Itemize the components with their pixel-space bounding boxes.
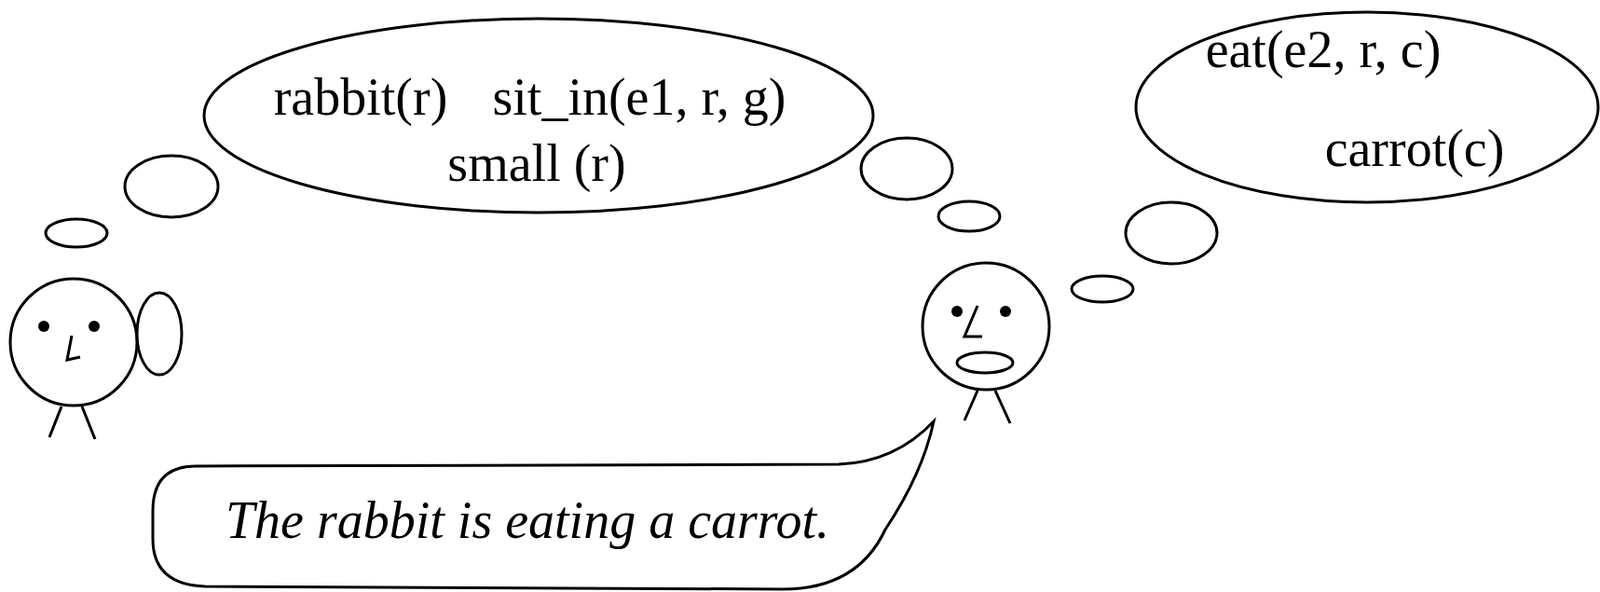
thought-dot xyxy=(861,137,953,200)
thought-dot xyxy=(1071,275,1134,302)
speaker-head xyxy=(922,262,1050,390)
formula-text: carrot(c) xyxy=(1325,122,1505,175)
listener-head xyxy=(10,278,137,406)
thought-dot xyxy=(1125,202,1218,264)
formula-text: small (r) xyxy=(447,136,626,190)
eye xyxy=(999,305,1012,317)
speech-bubble: The rabbit is eating a carrot. xyxy=(149,417,942,592)
speaker-leg xyxy=(964,390,978,421)
listener-nose xyxy=(67,335,81,360)
thought-dot xyxy=(124,155,219,218)
thought-bubble: rabbit(r) sit_in(e1, r, g) small (r) xyxy=(202,16,876,215)
speaker-mouth xyxy=(957,352,1013,373)
speaker-nose xyxy=(964,305,983,337)
speaker-leg xyxy=(995,390,1011,424)
listener-ear xyxy=(136,292,182,375)
eye xyxy=(88,320,100,332)
thought-dot xyxy=(45,218,108,247)
listener-leg xyxy=(49,406,62,438)
formula-text: rabbit(r) xyxy=(273,70,449,124)
listener-leg xyxy=(82,406,96,439)
formula-text: The rabbit is eating a carrot. xyxy=(225,493,830,547)
eye xyxy=(951,305,963,317)
formula-text: eat(e2, r, c) xyxy=(1205,23,1442,76)
formula-text: sit_in(e1, r, g) xyxy=(492,70,786,124)
eye xyxy=(38,320,50,332)
thought-dot xyxy=(938,201,1000,232)
thought-bubble: eat(e2, r, c) carrot(c) xyxy=(1134,10,1600,205)
